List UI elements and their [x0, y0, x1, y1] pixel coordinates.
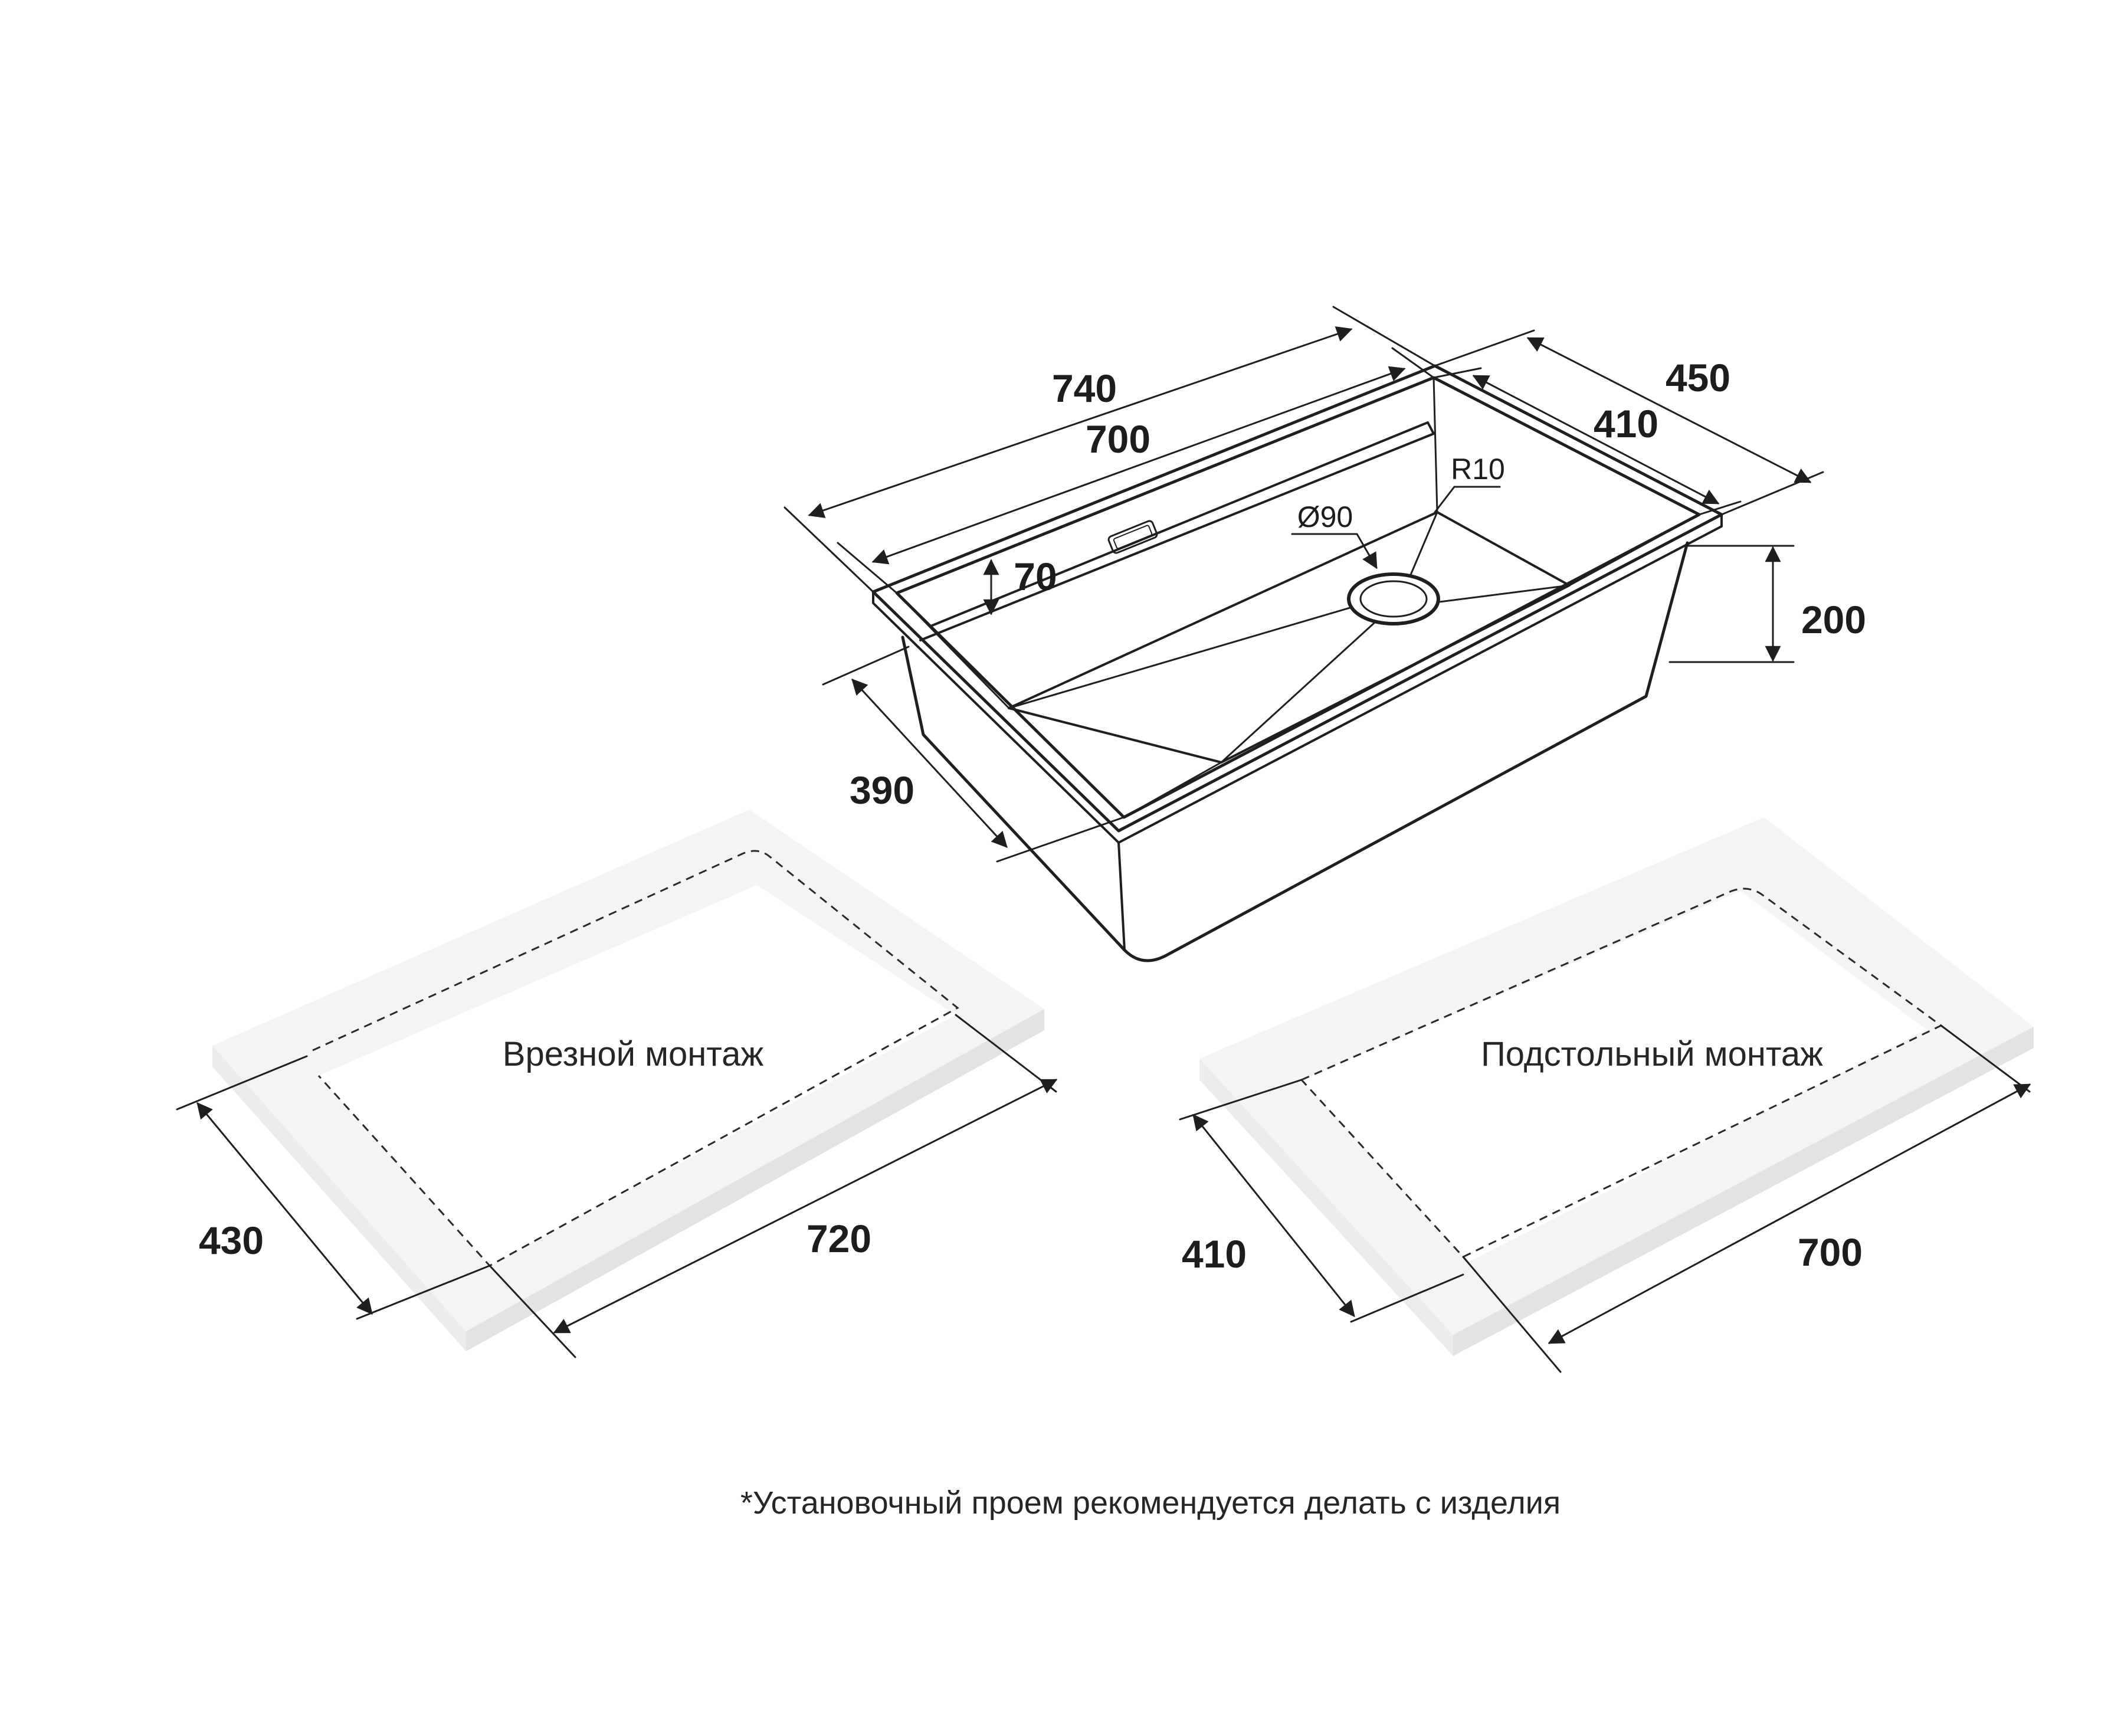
bowl-front-edge — [1117, 841, 1126, 951]
countertop-inset-cutout-line — [312, 850, 959, 1267]
dim-700b-label: 700 — [1798, 1230, 1863, 1274]
dim-430-line — [196, 1102, 373, 1315]
dim-700-line — [871, 366, 1406, 565]
dim-740-label: 740 — [1052, 366, 1117, 410]
dim-410-line — [1472, 375, 1720, 505]
bowl-corner-lines — [896, 376, 1700, 818]
dim-720-line — [553, 1079, 1058, 1334]
countertop-inset-label: Врезной монтаж — [503, 1035, 764, 1073]
dim-720-extension — [489, 1014, 1057, 1358]
dim-430-label: 430 — [199, 1219, 264, 1262]
dim-drain-label: Ø90 — [1297, 500, 1353, 533]
dim-700-extension — [837, 347, 1435, 594]
dim-410b-line — [1192, 1113, 1355, 1318]
dim-r10-label: R10 — [1451, 453, 1505, 486]
drain-slope-lines — [1008, 511, 1571, 764]
sink-drawing — [871, 364, 1723, 962]
dim-740-extension — [784, 306, 1436, 593]
footnote: *Установочный проем рекомендуется делать… — [740, 1485, 1561, 1521]
countertop-undermount: Подстольный монтаж 410 700 — [1179, 817, 2034, 1373]
dim-700b-line — [1548, 1083, 2031, 1344]
countertop-undermount-label: Подстольный монтаж — [1481, 1035, 1823, 1073]
dim-200-extension — [1668, 545, 1795, 663]
dim-450-label: 450 — [1666, 356, 1730, 399]
dim-drain-leader — [1291, 533, 1378, 569]
dim-410b-label: 410 — [1182, 1232, 1247, 1276]
dim-390-label: 390 — [850, 768, 914, 812]
countertop-inset-top — [212, 810, 1044, 1331]
countertop-inset: Врезной монтаж 430 720 — [176, 810, 1058, 1358]
dim-410b-extension — [1179, 1079, 1464, 1323]
dim-430-extension — [176, 1055, 491, 1320]
dim-390-line — [851, 679, 1008, 848]
dim-700-label: 700 — [1086, 417, 1150, 461]
countertop-undermount-top — [1199, 817, 2034, 1335]
dim-700b-extension — [1462, 1024, 2031, 1373]
dim-390-extension — [822, 646, 1125, 863]
dim-200-label: 200 — [1801, 598, 1866, 641]
drain-hole-inner — [1359, 580, 1428, 618]
dim-720-label: 720 — [807, 1217, 871, 1260]
dim-410-extension — [1432, 367, 1742, 516]
rim-edge — [872, 513, 1723, 844]
countertop-undermount-side-face — [1453, 1027, 2034, 1356]
sink-dimensions: 740 700 450 410 R10 Ø90 70 200 390 — [784, 306, 1866, 863]
dim-410-label: 410 — [1594, 402, 1658, 446]
dim-r10-leader — [1434, 486, 1501, 513]
dim-70-label: 70 — [1014, 555, 1057, 598]
countertop-undermount-cutout-line — [1300, 887, 1943, 1258]
